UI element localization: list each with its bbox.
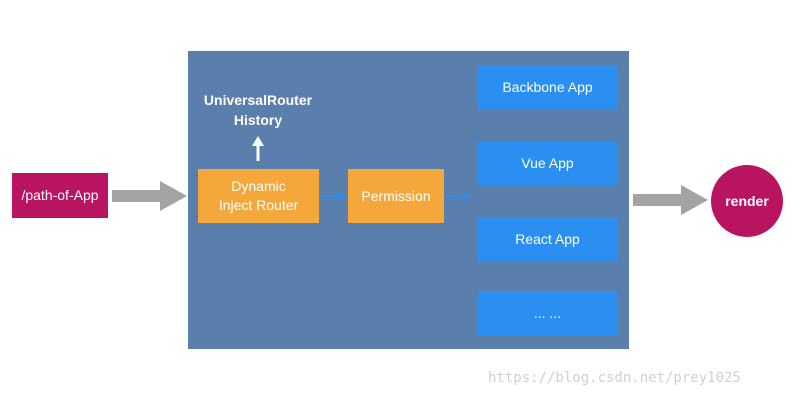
- router-to-history-arrowhead: [252, 136, 264, 146]
- history-label-line-1: UniversalRouter: [203, 92, 313, 108]
- backbone-app-node: Backbone App: [477, 65, 618, 110]
- more-apps-node: ... ...: [477, 291, 618, 336]
- vue-app-node: Vue App: [477, 141, 618, 186]
- dynamic-inject-router-node: Dynamic Inject Router: [198, 169, 319, 223]
- render-node: render: [711, 165, 783, 237]
- app-label: ... ...: [533, 305, 562, 321]
- router-to-permission-arrowhead: [338, 192, 346, 200]
- react-app-node: React App: [477, 217, 618, 262]
- input-to-router-arrow: [112, 181, 187, 211]
- history-label-line-2: History: [233, 112, 283, 128]
- router-label-line-1: Dynamic: [231, 178, 286, 194]
- permission-node: Permission: [348, 169, 444, 223]
- watermark-url: https://blog.csdn.net/prey1025: [488, 370, 741, 386]
- router-label-line-2: Inject Router: [218, 197, 299, 213]
- app-label: Vue App: [521, 155, 574, 171]
- panel-to-render-arrow: [633, 185, 708, 215]
- universal-router-history-label: UniversalRouter History: [188, 90, 328, 130]
- permission-to-apps-arrowhead: [463, 192, 471, 200]
- render-label: render: [725, 192, 769, 209]
- path-of-app-node: /path-of-App: [12, 173, 108, 218]
- app-label: Backbone App: [502, 79, 593, 95]
- path-of-app-label: /path-of-App: [21, 187, 99, 203]
- app-label: React App: [515, 231, 580, 247]
- permission-label: Permission: [361, 187, 431, 204]
